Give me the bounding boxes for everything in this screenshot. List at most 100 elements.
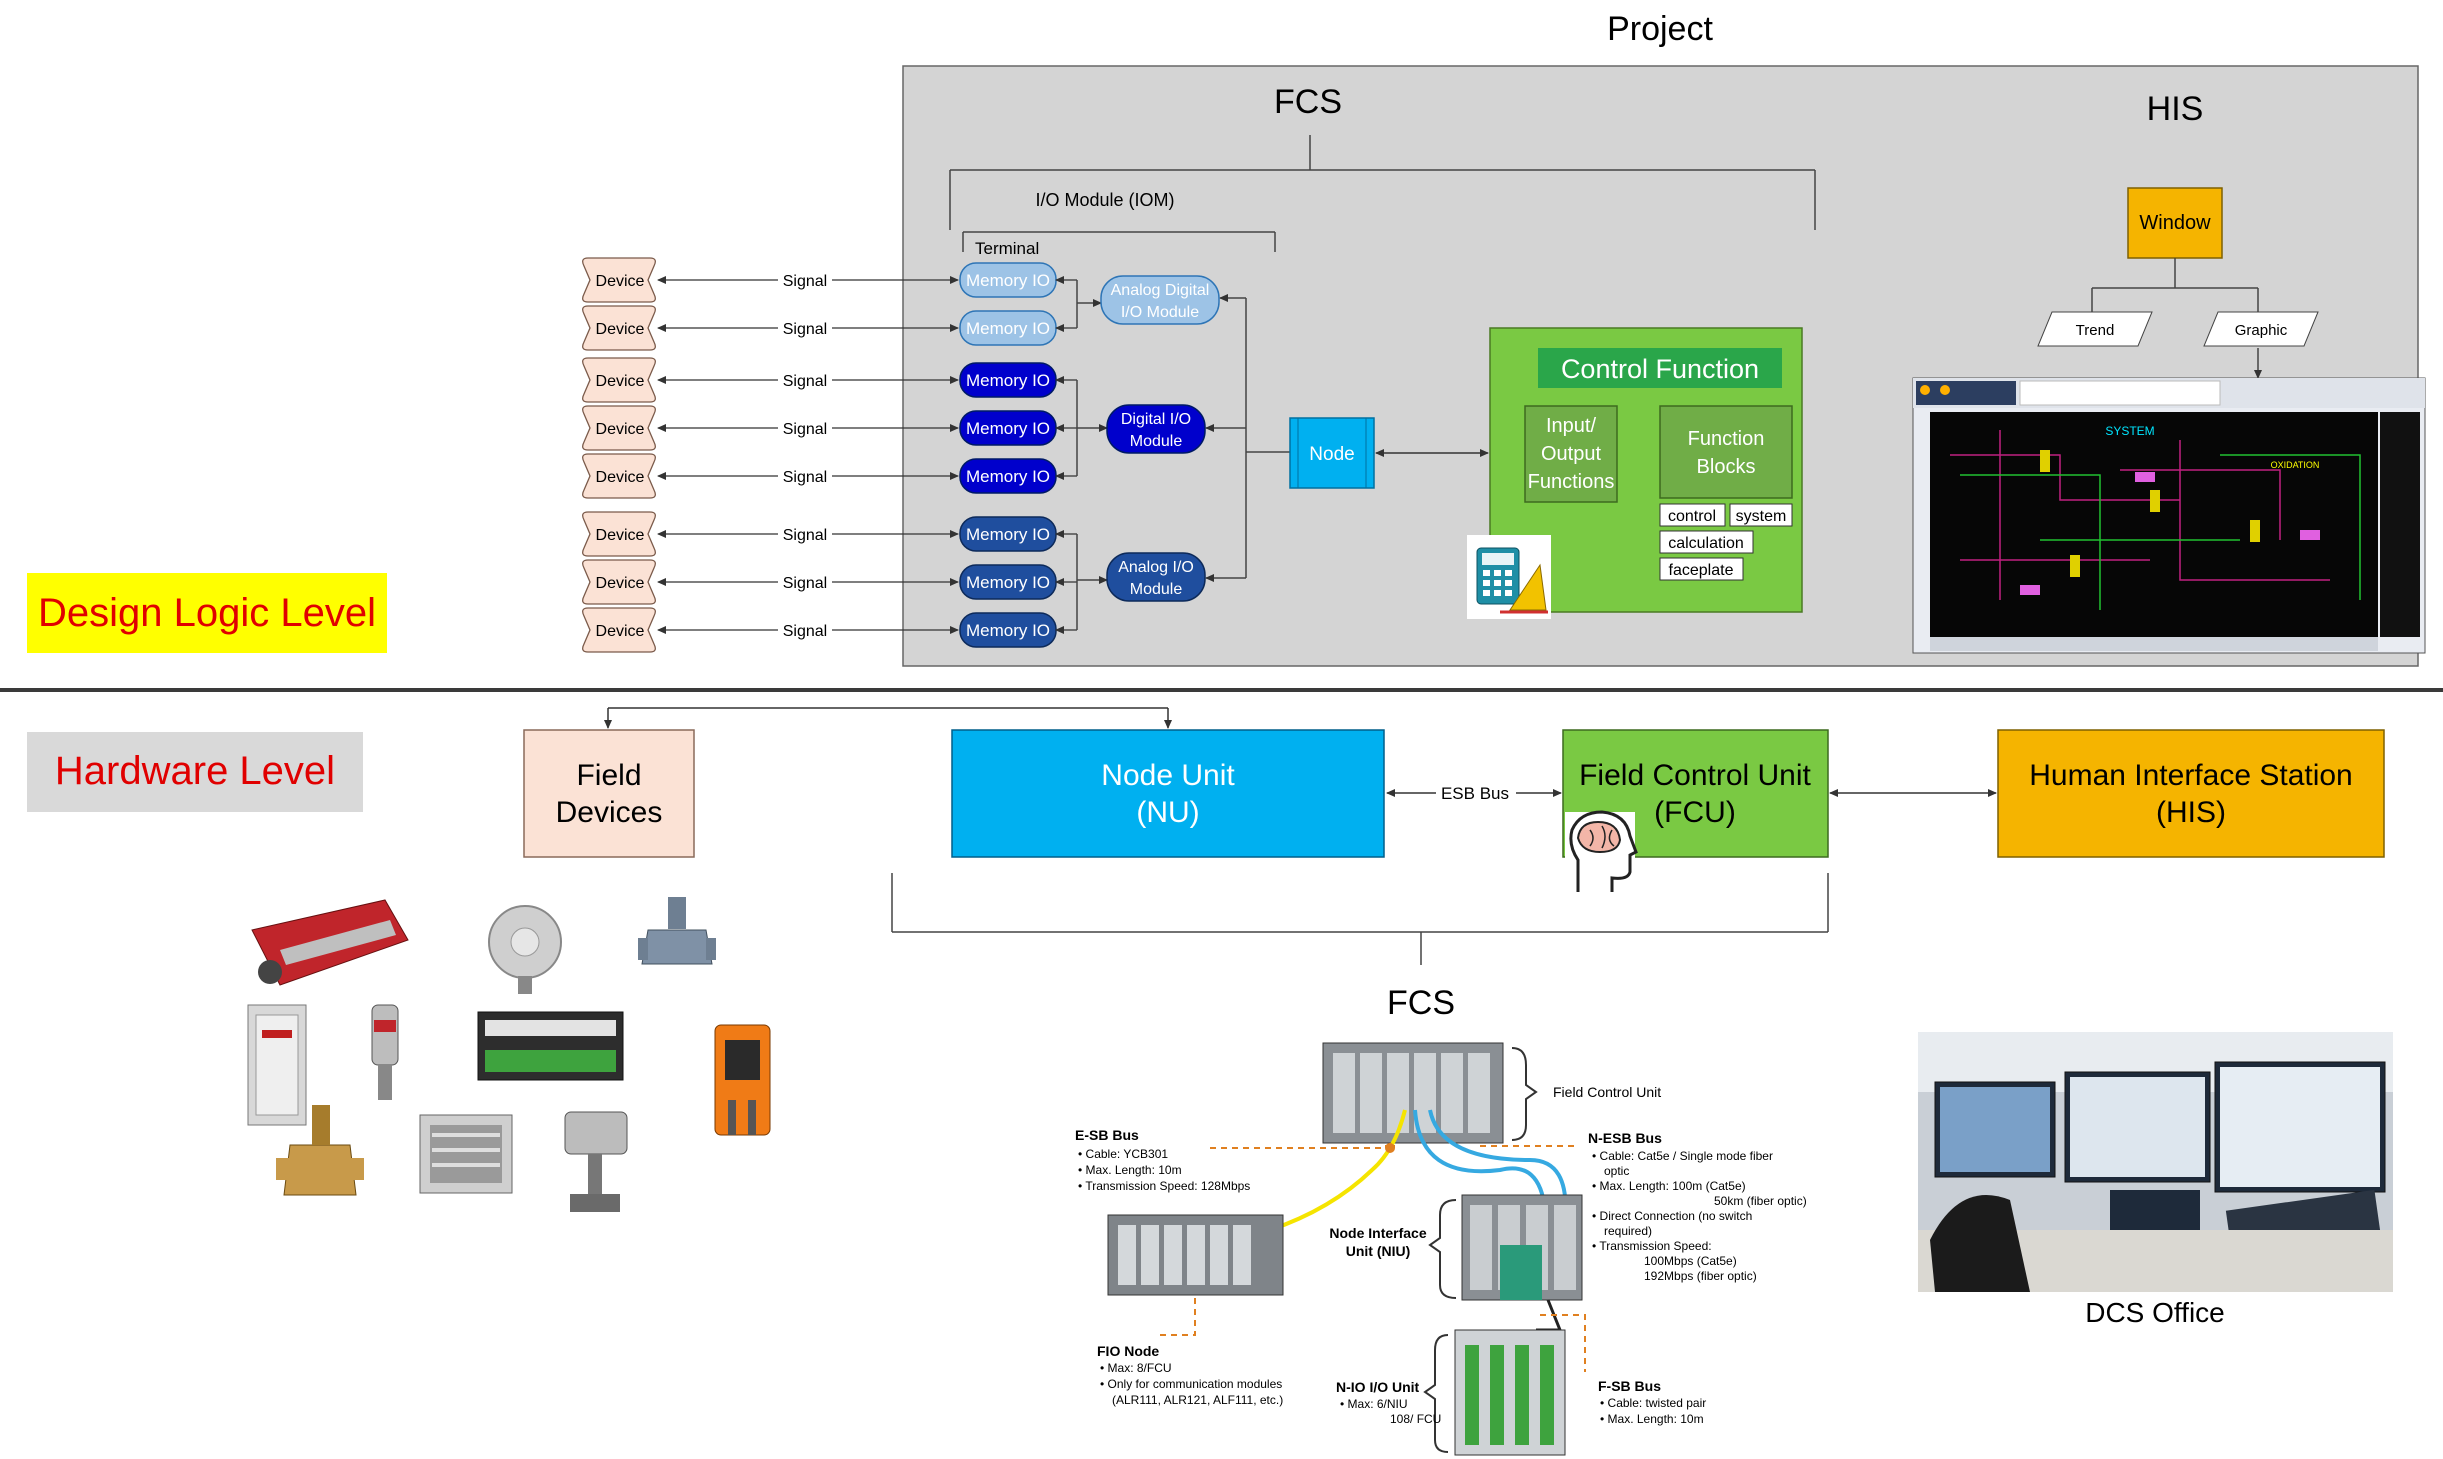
project-title: Project [1607, 10, 1713, 48]
control-function-title: Control Function [1561, 354, 1759, 384]
memory-io: Memory IO [959, 612, 1057, 648]
device-shape: Device [582, 559, 656, 605]
signal-label: Signal [783, 321, 827, 338]
signal-label: Signal [783, 623, 827, 640]
niu-label-1: Node Interface [1329, 1225, 1426, 1241]
signal-label: Signal [783, 373, 827, 390]
memory-io-label: Memory IO [966, 621, 1050, 640]
tag-system: system [1736, 508, 1787, 525]
detail-line: optic [1604, 1164, 1629, 1178]
his-graphic-screenshot: SYSTEM OXIDATION [1912, 377, 2426, 654]
svg-text:(HIS): (HIS) [2156, 796, 2226, 829]
fcu-hardware-diagram: Field Control Unit E-SB Bus • Cable: YCB… [1075, 1042, 1807, 1456]
memory-io-label: Memory IO [966, 271, 1050, 290]
nio-title: N-IO I/O Unit [1336, 1379, 1420, 1395]
detail-line: • Cable: Cat5e / Single mode fiber [1592, 1149, 1773, 1163]
memory-io: Memory IO [959, 516, 1057, 552]
design-level-label: Design Logic Level [38, 591, 376, 635]
valve-actuator-photo [564, 1111, 628, 1212]
node-unit-box: Node Unit (NU) [951, 729, 1385, 858]
device-label: Device [596, 469, 645, 486]
detail-line: • Only for communication modules [1100, 1377, 1282, 1391]
hardware-level-badge [27, 732, 363, 812]
screen-system-label: SYSTEM [2105, 424, 2154, 438]
detail-line: 100Mbps (Cat5e) [1644, 1254, 1737, 1268]
tag-faceplate: faceplate [1669, 562, 1734, 579]
device-shape: Device [582, 405, 656, 451]
detail-line: • Max. Length: 10m [1600, 1412, 1704, 1426]
esb-details: • Cable: YCB301• Max. Length: 10m• Trans… [1078, 1147, 1250, 1193]
fd-nu-link [604, 707, 1172, 729]
io-row: Device Signal Memory IO [582, 607, 1077, 653]
device-label: Device [596, 321, 645, 338]
detail-line: 50km (fiber optic) [1714, 1194, 1807, 1208]
fsb-details: • Cable: twisted pair • Max. Length: 10m [1600, 1396, 1706, 1426]
hardware-level-label: Hardware Level [55, 749, 335, 793]
device-shape: Device [582, 357, 656, 403]
detail-line: • Transmission Speed: 128Mbps [1078, 1179, 1250, 1193]
valve-photo [638, 897, 716, 965]
svg-text:Graphic: Graphic [2235, 322, 2288, 339]
device-shape: Device [582, 511, 656, 557]
his-title: HIS [2147, 90, 2204, 128]
digital-io-module: Digital I/O Module [1106, 404, 1206, 454]
svg-text:Field Control Unit: Field Control Unit [1579, 759, 1811, 792]
terminal-label: Terminal [975, 239, 1039, 258]
detail-line: • Cable: twisted pair [1600, 1396, 1706, 1410]
iom-label: I/O Module (IOM) [1035, 190, 1174, 210]
io-row: Device Signal Memory IO [582, 305, 1077, 351]
signal-label: Signal [783, 469, 827, 486]
io-row: Device Signal Memory IO [582, 453, 1077, 499]
detail-line: 108/ FCU [1390, 1412, 1441, 1426]
field-device-photos [247, 897, 771, 1212]
his-tree-lines [2091, 258, 2262, 379]
fcs-hw-bracket [891, 873, 1829, 965]
device-shape: Device [582, 607, 656, 653]
tag-control: control [1668, 508, 1716, 525]
detail-line: • Max: 6/NIU [1340, 1397, 1408, 1411]
svg-text:(FCU): (FCU) [1654, 796, 1736, 829]
detail-line: • Max. Length: 100m (Cat5e) [1592, 1179, 1746, 1193]
svg-text:Field: Field [576, 759, 641, 792]
fio-details: • Max: 8/FCU• Only for communication mod… [1100, 1361, 1283, 1407]
analog-digital-io-module: Analog Digital I/O Module [1100, 275, 1220, 325]
detail-line: required) [1604, 1224, 1652, 1238]
svg-text:Digital I/O: Digital I/O [1121, 411, 1191, 428]
his-window-box: Window [2127, 187, 2223, 259]
esb-title: E-SB Bus [1075, 1127, 1139, 1143]
field-control-unit-label: Field Control Unit [1553, 1084, 1661, 1100]
signal-label: Signal [783, 575, 827, 592]
memory-io-label: Memory IO [966, 319, 1050, 338]
esb-bus-label: ESB Bus [1441, 784, 1509, 803]
device-label: Device [596, 373, 645, 390]
dcs-office-photo [1918, 1032, 2393, 1292]
svg-text:I/O Module: I/O Module [1121, 304, 1199, 321]
memory-io-label: Memory IO [966, 467, 1050, 486]
design-level-badge [27, 573, 387, 653]
function-blocks-box [1659, 405, 1793, 499]
sensor-photo [371, 1004, 399, 1100]
calculator-icon [1467, 535, 1551, 619]
brain-icon [1565, 810, 1638, 900]
svg-text:Input/: Input/ [1546, 415, 1596, 437]
svg-text:Analog Digital: Analog Digital [1111, 282, 1210, 299]
device-label: Device [596, 527, 645, 544]
detail-line: • Direct Connection (no switch [1592, 1209, 1752, 1223]
device-label: Device [596, 421, 645, 438]
fio-title: FIO Node [1097, 1343, 1159, 1359]
graphic-node: Graphic [2203, 311, 2319, 347]
svg-text:Window: Window [2139, 212, 2211, 234]
damper-photo [419, 1114, 513, 1194]
device-label: Device [596, 273, 645, 290]
fsb-title: F-SB Bus [1598, 1378, 1661, 1394]
svg-text:Trend: Trend [2076, 322, 2115, 339]
pressure-switch-photo [488, 905, 562, 994]
detail-line: • Transmission Speed: [1592, 1239, 1712, 1253]
